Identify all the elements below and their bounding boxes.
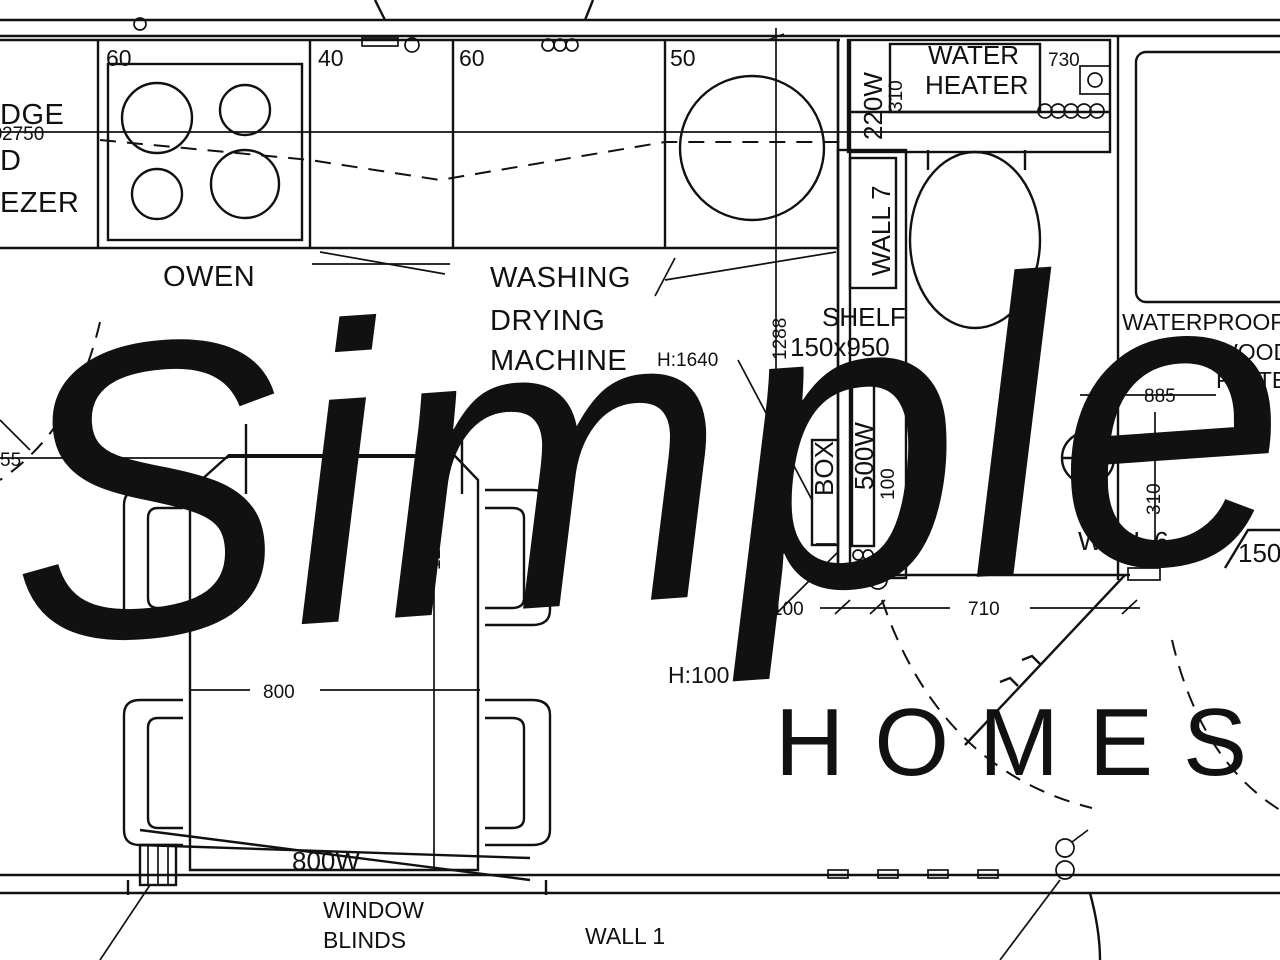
dim-730: 730 (1048, 50, 1080, 71)
watermark-sub: HOMES (775, 689, 1277, 796)
wall7-label: WALL 7 (866, 185, 896, 276)
h100-label: H:100 (668, 662, 729, 688)
doors (0, 321, 1280, 811)
window-blinds-line1: WINDOW (323, 897, 424, 923)
wall-fixtures (827, 829, 1102, 960)
wall6-label: WALL 6 (1078, 526, 1169, 556)
box-label: BOX (809, 441, 839, 496)
cabinet-dim-3: 60 (459, 45, 485, 71)
dim-310-shower: 310 (1144, 483, 1165, 515)
washing-label-line1: WASHING (490, 262, 631, 294)
waterproof-line1: WATERPROOF (1122, 309, 1280, 335)
shelf-label-line2: 150x950 (790, 332, 890, 362)
cabinet-dim-4: 50 (670, 45, 696, 71)
wall1-label: WALL 1 (585, 923, 665, 949)
electric-box: BOX (809, 438, 840, 547)
washing-label-line2: DRYING (490, 305, 605, 337)
radiator: 800W (99, 828, 548, 960)
fridge-label-line1: DGE (0, 99, 64, 131)
dim-100-horizontal: 100 (772, 599, 804, 620)
dim-row: 100 710 (772, 599, 1140, 620)
stove (106, 62, 304, 242)
cabinet-dim-2: 40 (318, 45, 344, 71)
top-edge-items (133, 0, 595, 53)
h1640-label: H:1640 (657, 350, 718, 371)
dim-1288-text: 1288 (770, 318, 791, 360)
dim-1200: 1200 (424, 528, 445, 570)
window-blinds-line2: BLINDS (323, 927, 406, 953)
heater800-label: 800W (292, 846, 360, 876)
outer-walls (0, 18, 1280, 895)
dim-800: 800 (263, 682, 295, 703)
fridge-label-line2: D (0, 145, 21, 177)
dim-1288: 1288 (767, 28, 791, 500)
dim-310-heater: 310 (886, 80, 907, 112)
fridge-label-line3: EZER (0, 187, 79, 219)
dim-100-vertical: 100 (878, 468, 899, 500)
heater500-label: 500W (849, 422, 879, 490)
water-heater-line1: WATER (928, 40, 1019, 70)
chairs (122, 488, 552, 847)
shower: WATERPROOF WOOD PLATE 885 310 150 WALL 6 (1060, 36, 1280, 580)
washing-machine (678, 74, 826, 222)
dim-885: 885 (1144, 386, 1176, 407)
dining-table: 55 1200 800 (0, 424, 480, 872)
washing-label-line3: MACHINE (490, 345, 627, 377)
water-heater-line2: HEATER (925, 70, 1029, 100)
waterproof-line3: PLATE (1216, 367, 1280, 393)
cabinet-dim-1: 60 (106, 45, 132, 71)
dim-150: 150 (1238, 538, 1280, 568)
fridge-dim-2750: 2750 (2, 124, 44, 145)
fridge-dim: 1800 (0, 124, 2, 145)
dim-710: 710 (968, 599, 1000, 620)
watermark-brand: Simple (0, 177, 1280, 736)
water-heater: WATER HEATER 220W 310 730 (846, 38, 1112, 154)
owen-label: OWEN (163, 261, 255, 293)
shelf-label-line1: SHELF (822, 302, 906, 332)
waterproof-line2: WOOD (1216, 339, 1280, 365)
heater220-label: 220W (858, 72, 888, 140)
dim-55: 55 (0, 450, 21, 471)
